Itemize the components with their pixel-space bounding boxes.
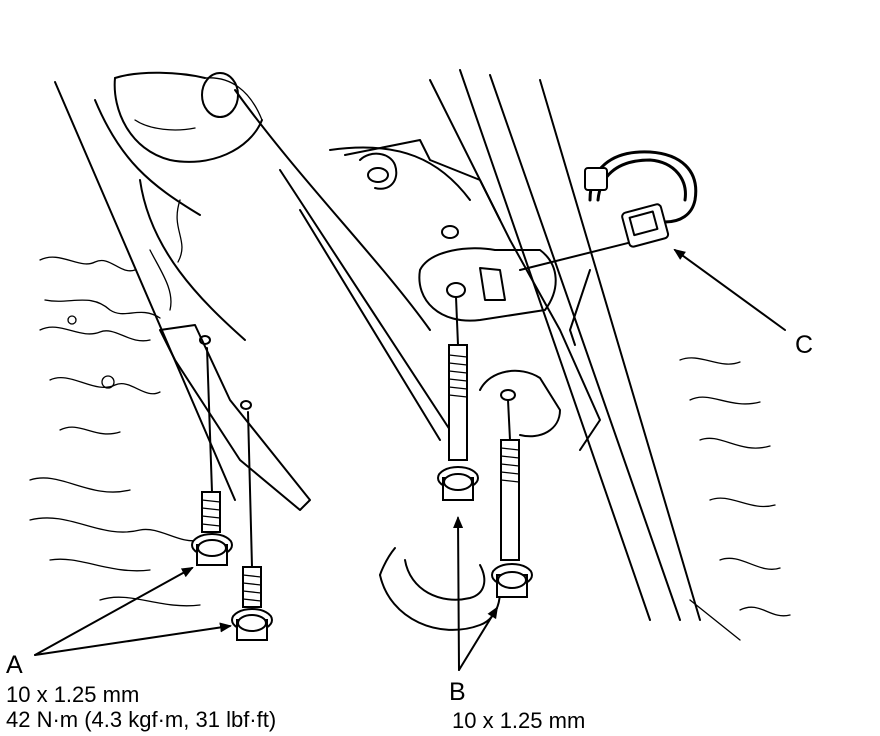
bolt-b-short (491, 399, 533, 598)
bolt-b-long (437, 296, 479, 501)
bolt-a-torque: 42 N·m (4.3 kgf·m, 31 lbf·ft) (6, 707, 277, 732)
upper-housing (113, 71, 263, 163)
wire-harness (519, 150, 698, 346)
callout-letter-a: A (6, 651, 23, 679)
u-pipe (379, 547, 501, 631)
callout-letter-b: B (449, 678, 466, 706)
frame-member (54, 69, 701, 621)
bolt-a-lower (231, 411, 273, 641)
bolt-a-size: 10 x 1.25 mm (6, 682, 140, 707)
bolt-b-size: 10 x 1.25 mm (452, 708, 586, 733)
callout-letter-c: C (795, 331, 814, 359)
lower-plate (159, 324, 311, 511)
leader-c (673, 248, 786, 331)
mount-bracket (344, 139, 601, 451)
background-body-outline (29, 199, 201, 607)
leader-a (34, 567, 232, 656)
leader-b (453, 516, 499, 671)
bolt-a-upper (191, 347, 233, 566)
connector-c (621, 203, 670, 248)
right-background (679, 357, 791, 641)
